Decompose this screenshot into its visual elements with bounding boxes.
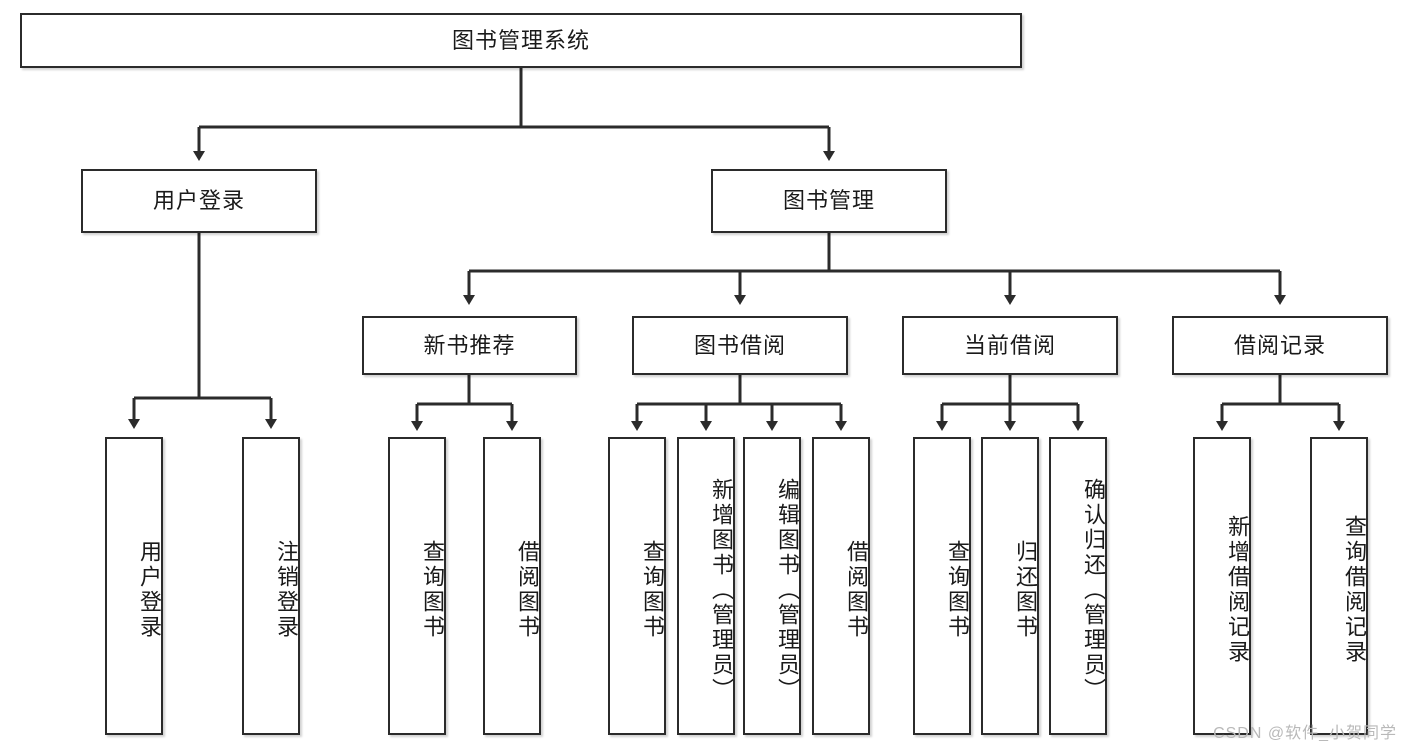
node-leaf-confirm-return[interactable]: 确认归还（管理员） [1049,437,1107,735]
node-new-book-recommend[interactable]: 新书推荐 [362,316,577,375]
node-leaf-add-record[interactable]: 新增借阅记录 [1193,437,1251,735]
node-new-book-recommend-label: 新书推荐 [423,332,516,358]
node-book-borrow[interactable]: 图书借阅 [632,316,848,375]
node-leaf-query-book-3-label: 查询图书 [945,540,970,640]
node-leaf-query-book-2-label: 查询图书 [640,540,665,640]
node-user-login-label: 用户登录 [152,188,245,214]
node-leaf-query-book-3[interactable]: 查询图书 [913,437,971,735]
node-book-borrow-label: 图书借阅 [693,332,786,358]
node-borrow-record[interactable]: 借阅记录 [1172,316,1388,375]
node-book-management[interactable]: 图书管理 [711,169,947,233]
node-leaf-add-book[interactable]: 新增图书（管理员） [677,437,735,735]
node-leaf-user-login[interactable]: 用户登录 [105,437,163,735]
node-borrow-record-label: 借阅记录 [1233,332,1326,358]
node-leaf-add-record-label: 新增借阅记录 [1225,515,1250,665]
node-leaf-query-book-1[interactable]: 查询图书 [388,437,446,735]
node-leaf-add-book-label: 新增图书（管理员） [709,477,734,703]
node-leaf-borrow-book-1-label: 借阅图书 [515,540,540,640]
node-leaf-borrow-book-2[interactable]: 借阅图书 [812,437,870,735]
node-leaf-user-login-label: 用户登录 [137,540,162,640]
node-root[interactable]: 图书管理系统 [20,13,1022,68]
node-leaf-query-record-label: 查询借阅记录 [1342,515,1367,665]
node-book-management-label: 图书管理 [782,188,875,214]
node-leaf-return-book-label: 归还图书 [1013,540,1038,640]
node-leaf-edit-book[interactable]: 编辑图书（管理员） [743,437,801,735]
node-leaf-user-logout[interactable]: 注销登录 [242,437,300,735]
node-leaf-query-book-2[interactable]: 查询图书 [608,437,666,735]
node-current-borrow[interactable]: 当前借阅 [902,316,1118,375]
node-leaf-edit-book-label: 编辑图书（管理员） [775,477,800,703]
node-leaf-user-logout-label: 注销登录 [274,540,299,640]
node-leaf-query-record[interactable]: 查询借阅记录 [1310,437,1368,735]
node-leaf-return-book[interactable]: 归还图书 [981,437,1039,735]
node-leaf-borrow-book-1[interactable]: 借阅图书 [483,437,541,735]
node-leaf-query-book-1-label: 查询图书 [420,540,445,640]
node-user-login[interactable]: 用户登录 [81,169,317,233]
node-current-borrow-label: 当前借阅 [963,332,1056,358]
node-leaf-confirm-return-label: 确认归还（管理员） [1081,477,1106,703]
csdn-watermark: CSDN @软件_小贺同学 [1213,725,1397,742]
node-leaf-borrow-book-2-label: 借阅图书 [844,540,869,640]
node-root-label: 图书管理系统 [451,27,590,53]
